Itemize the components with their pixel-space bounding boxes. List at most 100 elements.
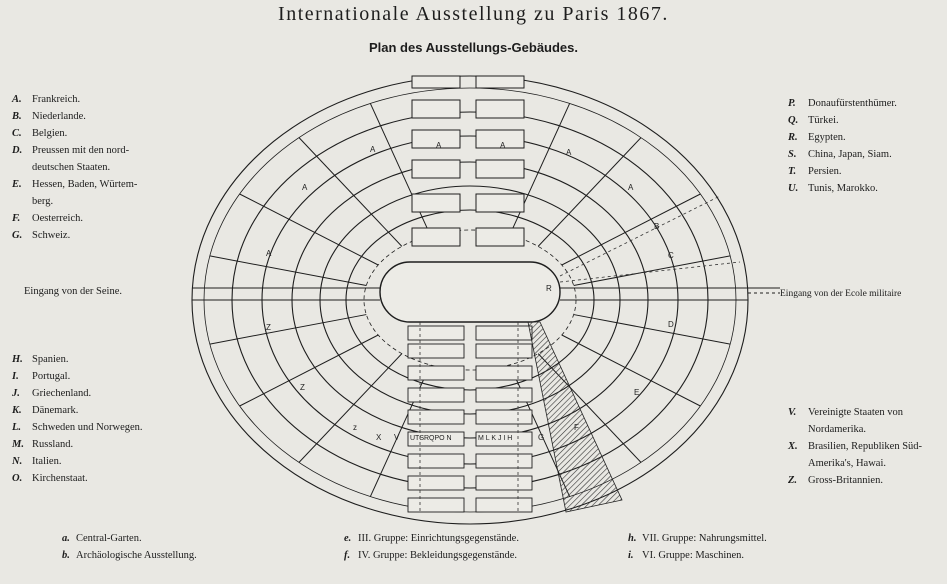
legend-key: G. <box>12 230 23 241</box>
legend-entry: F.Oesterreich. <box>12 210 137 227</box>
radial-corridor-line <box>239 334 379 407</box>
legend-key: L. <box>12 422 22 433</box>
plan-subtitle: Plan des Ausstellungs-Gebäudes. <box>368 40 578 55</box>
page-title: Internationale Ausstellung zu Paris 1867… <box>278 3 669 25</box>
entrance-right-label: Eingang von der Ecole militaire <box>780 289 902 299</box>
sector-label-a: A <box>436 141 442 150</box>
radial-corridors <box>209 103 731 497</box>
legend-entry: M.Russland. <box>12 436 143 453</box>
legend-text: Tunis, Marokko. <box>808 183 878 194</box>
bottom-block <box>407 343 465 359</box>
legend-text: berg. <box>32 196 54 207</box>
sector-label-g: G <box>538 433 544 442</box>
bottom-notes-middle: e.III. Gruppe: Einrichtungsgegenstände.f… <box>344 530 519 564</box>
legend-entry: X. Brasilien, Republiken Süd- <box>788 438 922 455</box>
bottom-block <box>475 497 533 513</box>
legend-entry: deutschen Staaten. <box>12 159 137 176</box>
bottom-note: a.Central-Garten. <box>62 530 197 547</box>
top-block <box>475 129 525 149</box>
legend-key: N. <box>12 456 23 467</box>
bottom-note-text: VII. Gruppe: Nahrungsmittel. <box>642 533 767 544</box>
sector-label-f: F <box>574 423 579 432</box>
radial-corridor-line <box>369 364 431 497</box>
legend-entry: T.Persien. <box>788 163 897 180</box>
bottom-block <box>475 325 533 341</box>
bottom-block <box>475 475 533 491</box>
legend-text: Oesterreich. <box>32 213 84 224</box>
entrance-left-label: Eingang von der Seine. <box>24 286 122 297</box>
bottom-note: e.III. Gruppe: Einrichtungsgegenstände. <box>344 530 519 547</box>
sector-label-x: X <box>376 433 382 442</box>
sector-label-a: A <box>370 145 376 154</box>
legend-entry: J.Griechenland. <box>12 385 143 402</box>
sector-label-b: B <box>654 222 659 231</box>
bottom-note-key: f. <box>344 550 351 561</box>
legend-entry: P.Donaufürstenthümer. <box>788 95 897 112</box>
sector-label-a: A <box>302 183 308 192</box>
bottom-note-key: b. <box>62 550 70 561</box>
bottom-note-text: IV. Gruppe: Bekleidungsgegenstände. <box>358 550 518 561</box>
bottom-block <box>475 387 533 403</box>
top-block <box>411 193 461 213</box>
legend-text: Belgien. <box>32 128 68 139</box>
legend-entry: R. Egypten. <box>788 129 897 146</box>
legend-entry: N. Italien. <box>12 453 143 470</box>
top-block <box>411 99 461 119</box>
sector-label-z: Z <box>300 383 305 392</box>
legend-text: Schweiz. <box>32 230 71 241</box>
bottom-block <box>407 475 465 491</box>
bottom-block <box>407 387 465 403</box>
sector-label-r: R <box>546 284 552 293</box>
legend-text: Kirchenstaat. <box>32 473 88 484</box>
top-block <box>411 129 461 149</box>
top-block <box>475 99 525 119</box>
sector-label-e: E <box>634 388 639 397</box>
bottom-note: b.Archäologische Ausstellung. <box>62 547 197 564</box>
dashed-division <box>559 195 721 277</box>
legend-key: T. <box>788 166 797 177</box>
legend-text: Russland. <box>32 439 74 450</box>
top-block <box>475 193 525 213</box>
bottom-block <box>475 365 533 381</box>
legend-entry: A.Frankreich. <box>12 91 137 108</box>
legend-text: Brasilien, Republiken Süd- <box>808 441 923 452</box>
legend-key: K. <box>12 405 22 416</box>
radial-corridor-line <box>239 193 379 266</box>
bottom-note: i.VI. Gruppe: Maschinen. <box>628 547 767 564</box>
legend-text: Egypten. <box>808 132 846 143</box>
sector-label-a: A <box>566 148 572 157</box>
sector-label-a: A <box>500 141 506 150</box>
legend-entry: D.Preussen mit den nord- <box>12 142 137 159</box>
bottom-note: h.VII. Gruppe: Nahrungsmittel. <box>628 530 767 547</box>
legend-key: O. <box>12 473 23 484</box>
bottom-note-key: e. <box>344 533 352 544</box>
sector-label-c: C <box>668 251 674 260</box>
bottom-block <box>475 343 533 359</box>
legend-entry: B.Niederlande. <box>12 108 137 125</box>
legend-entry: U.Tunis, Marokko. <box>788 180 897 197</box>
bottom-block <box>407 453 465 469</box>
top-block <box>411 75 461 89</box>
legend-key: S. <box>788 149 797 160</box>
legend-entry: G. Schweiz. <box>12 227 137 244</box>
bottom-block <box>407 497 465 513</box>
legend-key: R. <box>788 132 798 143</box>
radial-corridor-line <box>509 103 571 236</box>
bottom-block <box>475 453 533 469</box>
legend-key: E. <box>12 179 22 190</box>
legend-entry: O. Kirchenstaat. <box>12 470 143 487</box>
legend-entry: Nordamerika. <box>788 421 922 438</box>
sector-label-d: D <box>668 320 674 329</box>
legend-text: Spanien. <box>32 354 69 365</box>
bottom-note: f. IV. Gruppe: Bekleidungsgegenstände. <box>344 547 519 564</box>
central-garden <box>379 261 561 323</box>
legend-text: Amerika's, Hawai. <box>808 458 886 469</box>
top-block <box>475 159 525 179</box>
bottom-block <box>407 409 465 425</box>
radial-corridor-line <box>561 334 701 407</box>
legend-entry: E.Hessen, Baden, Würtem- <box>12 176 137 193</box>
legend-key: X. <box>788 441 798 452</box>
legend-text: Niederlande. <box>32 111 86 122</box>
legend-text: Italien. <box>32 456 62 467</box>
